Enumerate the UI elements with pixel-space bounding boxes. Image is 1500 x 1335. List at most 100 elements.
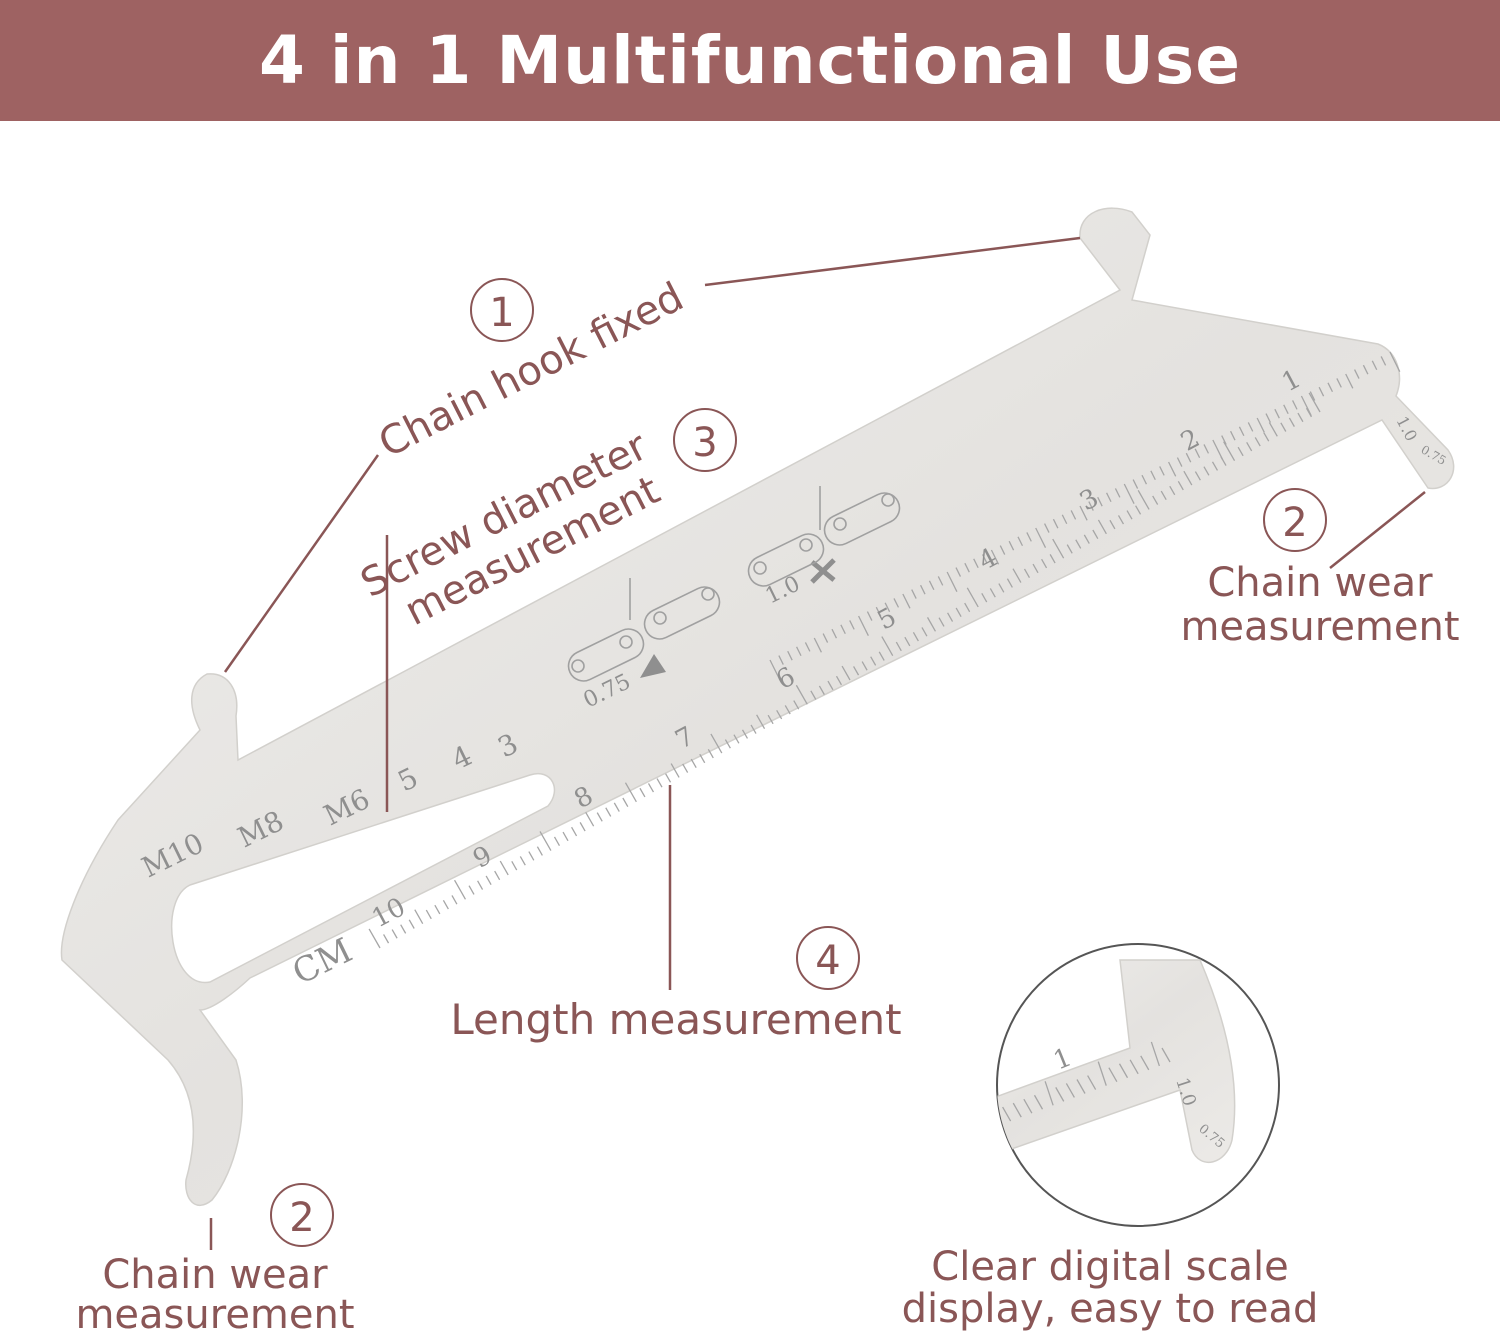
ruler-tick: [767, 714, 774, 725]
ruler-tick: [1160, 490, 1167, 501]
zoom-ruler-tick: [1002, 1106, 1012, 1122]
ruler-tick: [1092, 529, 1099, 540]
zoom-ruler-tick: [1023, 1098, 1033, 1114]
ruler-tick: [1246, 441, 1253, 452]
scale-label-line2: display, easy to read: [902, 1286, 1319, 1332]
wear-left-label-line2: measurement: [75, 1292, 354, 1335]
ruler-tick: [1254, 437, 1261, 447]
callout-3-badge: 3: [673, 408, 737, 472]
ruler-tick: [1318, 386, 1325, 397]
ruler-tick: [964, 602, 971, 613]
ruler-tick: [519, 856, 526, 866]
wear-left-label-line1: Chain wear: [102, 1252, 328, 1298]
ruler-tick: [1137, 490, 1150, 510]
ruler-tick: [1075, 539, 1082, 549]
zoom-ruler-tick: [1161, 1047, 1171, 1063]
ruler-tick: [1237, 446, 1244, 457]
ruler-tick: [1183, 470, 1193, 486]
ruler-tick: [741, 729, 749, 739]
ruler-tick: [904, 636, 911, 647]
ruler-ticks-bottom: [368, 392, 1321, 949]
ruler-tick: [1229, 430, 1236, 441]
ruler-tick: [946, 571, 958, 592]
zoom-ruler-tick: [1012, 1102, 1022, 1118]
scale-label-line1: Clear digital scale: [931, 1244, 1288, 1290]
ruler-tick: [912, 632, 919, 642]
ruler-tick: [1088, 501, 1094, 511]
ruler-tick: [539, 831, 552, 851]
ruler-tick: [400, 924, 407, 934]
ruler-tick: [1061, 514, 1068, 525]
ruler-tick: [1305, 407, 1313, 418]
zoom-ruler-tick: [1055, 1087, 1065, 1102]
ruler-tick: [1371, 360, 1378, 371]
ruler-tick: [1141, 474, 1148, 485]
ruler-tick: [553, 836, 561, 846]
ruler-tick: [1159, 466, 1165, 476]
ruler-tick: [1268, 422, 1278, 437]
ruler-tick: [670, 763, 680, 778]
ruler-tick: [613, 802, 620, 812]
ruler-tick: [528, 851, 535, 861]
ruler-tick: [1362, 364, 1369, 375]
ruler-tick: [724, 739, 731, 749]
ruler-tick: [861, 661, 868, 671]
ruler-tick: [926, 617, 937, 632]
zoom-ruler-tick: [1033, 1094, 1044, 1110]
ruler-tick: [1109, 519, 1116, 530]
ruler-tick: [425, 909, 432, 920]
ruler-tick: [647, 783, 655, 793]
ruler-tick: [453, 879, 467, 900]
ruler-tick: [1297, 412, 1304, 423]
ruler-tick: [665, 773, 672, 783]
ruler-tick: [414, 909, 424, 924]
ruler-tick: [408, 919, 415, 929]
ruler-tick: [1309, 391, 1316, 401]
ruler-tick: [562, 831, 569, 842]
ruler-tick: [1177, 480, 1184, 491]
ruler-tick: [1079, 505, 1088, 521]
ruler-tick: [1097, 496, 1103, 507]
ruler-tick: [1105, 492, 1112, 503]
ruler-tick: [881, 636, 894, 656]
ruler-tick: [1167, 461, 1177, 477]
ruler-tick: [1017, 536, 1024, 547]
ruler-tick: [813, 637, 822, 653]
ruler-tick: [1256, 417, 1265, 433]
ruler-tick: [499, 860, 509, 876]
zoom-ruler-tick: [1140, 1055, 1150, 1071]
ruler-tick: [1132, 479, 1139, 489]
ruler-tick: [699, 753, 706, 764]
ruler-tick: [831, 628, 838, 639]
ruler-tick: [1049, 554, 1056, 564]
ruler-tick: [878, 651, 885, 661]
ruler-tick: [579, 822, 586, 832]
zoom-ruler-tick: [1097, 1061, 1107, 1086]
ruler-tick: [1023, 568, 1031, 578]
ruler-tick: [998, 583, 1005, 593]
ruler-tick: [1194, 471, 1201, 481]
ruler-tick: [391, 929, 398, 939]
ruler-tick: [911, 589, 917, 599]
ruler-tick: [451, 895, 458, 905]
ruler-tick: [1238, 426, 1245, 437]
ruler-tick: [707, 748, 714, 759]
ruler-tick: [857, 615, 869, 636]
ruler-tick: [1126, 510, 1133, 520]
ruler-tick: [955, 607, 962, 617]
ruler-tick: [477, 880, 484, 890]
zoom-ruler-tick: [1044, 1081, 1054, 1106]
ruler-tick: [875, 606, 882, 617]
ruler-tick: [596, 812, 603, 822]
ruler-tick: [804, 642, 811, 652]
zoom-ruler-tick: [1129, 1059, 1139, 1075]
ruler-tick: [710, 733, 723, 754]
svg-text:2: 2: [289, 1195, 314, 1241]
ruler-tick: [750, 724, 757, 734]
ruler-tick: [1283, 404, 1289, 415]
ruler-tick: [383, 934, 390, 944]
ruler-tick: [1135, 505, 1142, 515]
ruler-tick: [1212, 439, 1224, 460]
ruler-tick: [468, 885, 475, 895]
ruler-tick: [756, 714, 766, 730]
